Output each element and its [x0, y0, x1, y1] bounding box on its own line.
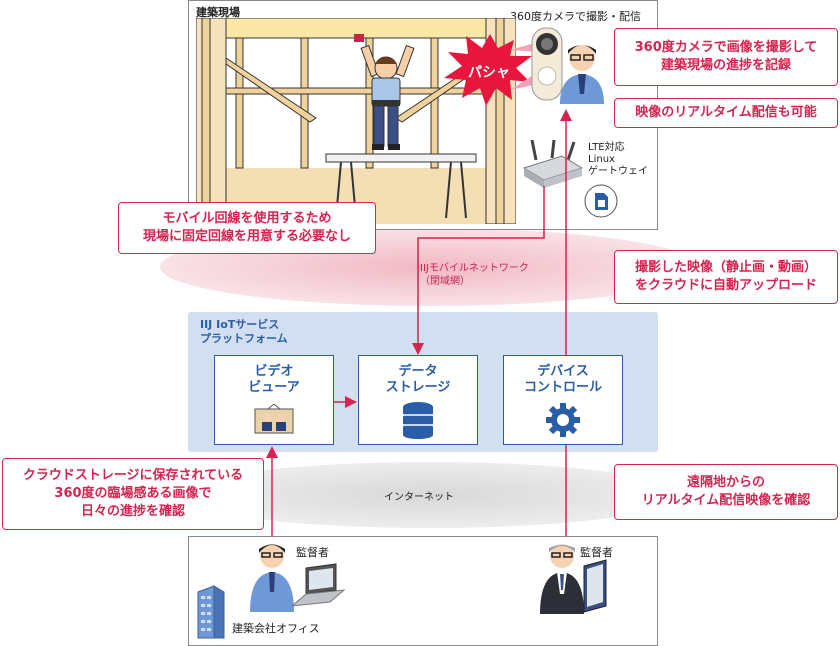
supervisor-right-label: 監督者 [580, 546, 613, 559]
platform-title: IIJ IoTサービス プラットフォーム [200, 318, 288, 345]
video-viewer-icon [254, 403, 294, 434]
flash-text: パシャ [468, 65, 510, 81]
sim-card-icon [584, 184, 618, 218]
camera-360-icon [531, 27, 563, 101]
callout-camera-record: 360度カメラで画像を撮影して 建築現場の進捗を記録 [614, 28, 838, 86]
gear-icon [546, 403, 580, 437]
callout-remote-view: 遠隔地からの リアルタイム配信映像を確認 [614, 464, 838, 520]
flash-rays [510, 42, 538, 90]
worker-figure [354, 34, 415, 150]
internet-label: インターネット [384, 492, 454, 503]
office-label: 建築会社オフィス [232, 622, 320, 635]
service-device-control: デバイス コントロール [503, 355, 623, 445]
construction-site-illustration [196, 18, 516, 224]
callout-cloud-storage: クラウドストレージに保存されている 360度の臨場感ある画像で 日々の進捗を確認 [2, 458, 264, 530]
mobile-network-label: IIJモバイルネットワーク （閉域網） [420, 263, 529, 287]
service-video-viewer: ビデオ ビューア [214, 355, 334, 445]
callout-mobile-line: モバイル回線を使用するため 現場に固定回線を用意する必要なし [118, 202, 376, 254]
supervisor-left-label: 監督者 [296, 546, 329, 559]
operator-person-icon [560, 45, 604, 104]
callout-auto-upload: 撮影した映像（静止画・動画） をクラウドに自動アップロード [614, 250, 838, 304]
camera-label: 360度カメラで撮影・配信 [510, 10, 641, 23]
supervisor-with-laptop-icon [250, 544, 346, 612]
lte-gateway-icon [522, 140, 584, 188]
service-data-storage: データ ストレージ [358, 355, 478, 445]
gateway-label: LTE対応 Linux ゲートウェイ [588, 142, 648, 177]
camera-flash-burst [444, 34, 532, 106]
supervisor-with-monitor-icon [540, 544, 607, 614]
site-title: 建築現場 [196, 6, 240, 19]
callout-realtime: 映像のリアルタイム配信も可能 [614, 98, 838, 128]
database-icon [403, 402, 433, 439]
office-building-icon [197, 585, 225, 639]
